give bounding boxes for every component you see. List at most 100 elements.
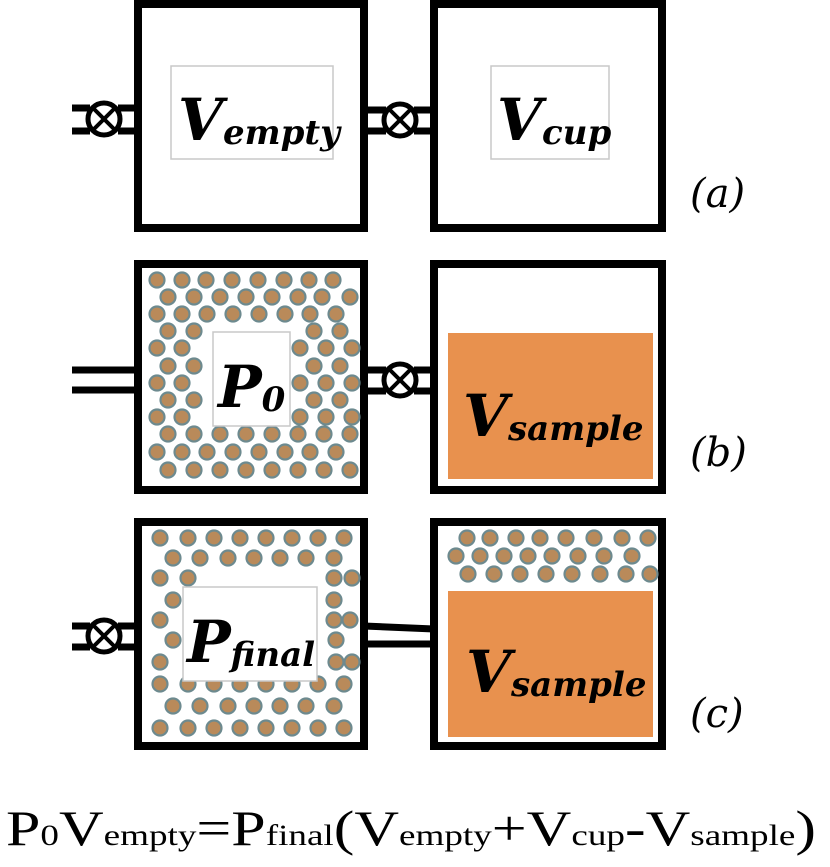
particle-icon [557,529,575,547]
particle-icon [250,305,268,323]
particle-icon [507,529,525,547]
particle-icon [309,719,327,737]
particle-icon [223,271,241,289]
particle-icon [159,461,177,479]
particle-icon [341,425,359,443]
valve-icon[interactable] [381,361,419,399]
particles-c-right [447,529,659,583]
valve-icon[interactable] [381,101,419,139]
label-v-empty: Vempty [178,86,342,154]
label-box-cup [490,65,610,160]
particle-icon [205,529,223,547]
particle-icon [305,357,323,375]
particle-icon [301,443,319,461]
particle-icon [343,408,361,426]
particle-icon [179,529,197,547]
panel-c: Pfinal Vsample (c) [72,518,744,750]
particle-icon [271,697,289,715]
particle-icon [231,529,249,547]
particle-icon [148,305,166,323]
particle-icon [205,719,223,737]
valve-icon[interactable] [85,100,123,138]
particle-icon [331,391,349,409]
particle-icon [148,408,166,426]
particle-icon [289,461,307,479]
particle-icon [459,565,477,583]
particle-icon [537,565,555,583]
particle-icon [301,305,319,323]
particle-icon [519,547,537,565]
particle-icon [617,565,635,583]
particle-icon [219,697,237,715]
particle-icon [250,443,268,461]
particle-icon [325,591,343,609]
particle-icon [569,547,587,565]
particle-icon [297,549,315,567]
particle-icon [211,425,229,443]
particle-icon [231,719,249,737]
particle-icon [164,549,182,567]
particle-icon [585,529,603,547]
particle-icon [289,425,307,443]
particle-icon [224,443,242,461]
particle-icon [317,339,335,357]
particle-icon [289,288,307,306]
particle-icon [291,408,309,426]
particle-icon [623,547,641,565]
particle-icon [191,697,209,715]
particle-icon [173,443,191,461]
particle-icon [327,653,345,671]
particle-icon [309,529,327,547]
particle-icon [271,549,289,567]
particle-icon [315,425,333,443]
particle-icon [317,374,335,392]
label-box-p0 [212,331,291,427]
particle-icon [325,611,343,629]
particle-icon [325,697,343,715]
particle-icon [335,529,353,547]
particle-icon [151,653,169,671]
particle-icon [343,339,361,357]
sample-b [446,331,655,481]
label-v-sample-c: Vsample [466,638,646,706]
label-box-empty [170,65,334,160]
particles-b [148,271,361,479]
particle-icon [641,565,659,583]
particle-icon [151,529,169,547]
particle-icon [148,443,166,461]
particle-icon [249,271,267,289]
particle-icon [291,339,309,357]
particle-icon [343,569,361,587]
particle-icon [159,357,177,375]
valve-icon[interactable] [85,617,123,655]
particle-icon [173,408,191,426]
particle-icon [283,719,301,737]
particle-icon [159,425,177,443]
particle-icon [197,271,215,289]
particle-icon [257,529,275,547]
particle-icon [343,374,361,392]
particle-icon [148,339,166,357]
particle-icon [185,461,203,479]
label-v-sample-b: Vsample [463,382,643,450]
particle-icon [595,547,613,565]
particle-icon [191,549,209,567]
particle-icon [173,271,191,289]
particle-icon [471,547,489,565]
particle-icon [148,374,166,392]
particle-icon [224,305,242,323]
particle-icon [179,719,197,737]
particle-icon [159,322,177,340]
particle-icon [305,322,323,340]
particle-icon [159,391,177,409]
particle-icon [343,653,361,671]
open-connector-c [363,622,435,648]
particle-icon [211,288,229,306]
particle-icon [245,697,263,715]
particle-icon [164,591,182,609]
particle-icon [283,529,301,547]
particle-icon [543,547,561,565]
particle-icon [237,425,255,443]
particle-icon [151,611,169,629]
